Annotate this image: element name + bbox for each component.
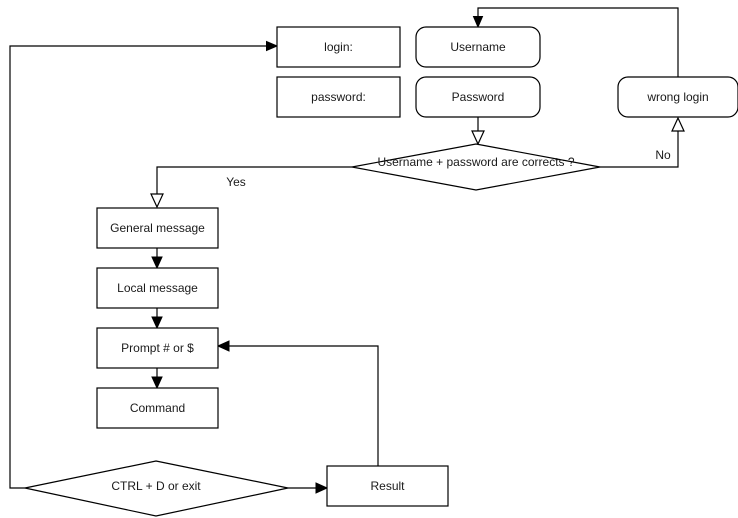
result-label: Result <box>370 479 405 493</box>
result-box[interactable] <box>326 465 449 507</box>
arrowhead-to-decision <box>471 130 485 146</box>
login-prompt-label: login: <box>324 40 353 54</box>
edge-label-yes: Yes <box>226 175 246 189</box>
edge-decision-no-to-wrong-login <box>600 130 679 168</box>
login-prompt-box[interactable] <box>276 26 401 68</box>
node-password-input[interactable]: Password <box>415 76 541 118</box>
node-exit-check[interactable]: CTRL + D or exit <box>24 460 289 517</box>
prompt-symbol-box[interactable] <box>96 327 219 369</box>
username-input-box[interactable] <box>415 26 541 68</box>
arrowhead-to-command <box>151 376 163 390</box>
edge-exit-to-login-prompt <box>9 45 270 489</box>
password-input-label: Password <box>452 90 505 104</box>
password-prompt-label: password: <box>311 90 366 104</box>
edge-decision-yes-to-general-message <box>156 166 352 194</box>
node-general-message[interactable]: General message <box>96 207 219 249</box>
node-credentials-check[interactable]: Username + password are corrects ? <box>351 143 601 191</box>
general-message-box[interactable] <box>96 207 219 249</box>
node-wrong-login[interactable]: wrong login <box>617 76 738 118</box>
arrowhead-to-username <box>472 16 484 29</box>
password-prompt-box[interactable] <box>276 76 401 118</box>
command-box[interactable] <box>96 387 219 429</box>
credentials-check-label: Username + password are corrects ? <box>377 155 574 169</box>
prompt-symbol-label: Prompt # or $ <box>121 341 194 355</box>
node-password-prompt[interactable]: password: <box>276 76 401 118</box>
edge-wrong-login-to-username <box>477 7 679 77</box>
arrowhead-to-general-message <box>150 193 164 209</box>
command-label: Command <box>130 401 185 415</box>
wrong-login-box[interactable] <box>617 76 738 118</box>
node-username-input[interactable]: Username <box>415 26 541 68</box>
node-login-prompt[interactable]: login: <box>276 26 401 68</box>
local-message-label: Local message <box>117 281 198 295</box>
username-input-label: Username <box>450 40 506 54</box>
arrowhead-to-wrong-login <box>671 116 685 132</box>
wrong-login-label: wrong login <box>646 90 708 104</box>
edge-result-to-prompt <box>228 345 379 466</box>
arrowhead-to-prompt <box>151 316 163 330</box>
node-prompt-symbol[interactable]: Prompt # or $ <box>96 327 219 369</box>
exit-check-label: CTRL + D or exit <box>111 479 201 493</box>
arrowhead-to-local-message <box>151 256 163 270</box>
arrowhead-result-to-prompt <box>216 340 230 352</box>
general-message-label: General message <box>110 221 205 235</box>
local-message-box[interactable] <box>96 267 219 309</box>
arrowhead-to-login-prompt <box>266 40 279 52</box>
password-input-box[interactable] <box>415 76 541 118</box>
credentials-check-diamond[interactable] <box>351 143 601 191</box>
node-local-message[interactable]: Local message <box>96 267 219 309</box>
node-command[interactable]: Command <box>96 387 219 429</box>
edge-label-no: No <box>655 148 671 162</box>
exit-check-diamond[interactable] <box>24 460 289 517</box>
arrowhead-to-result <box>315 482 329 494</box>
node-result[interactable]: Result <box>326 465 449 507</box>
